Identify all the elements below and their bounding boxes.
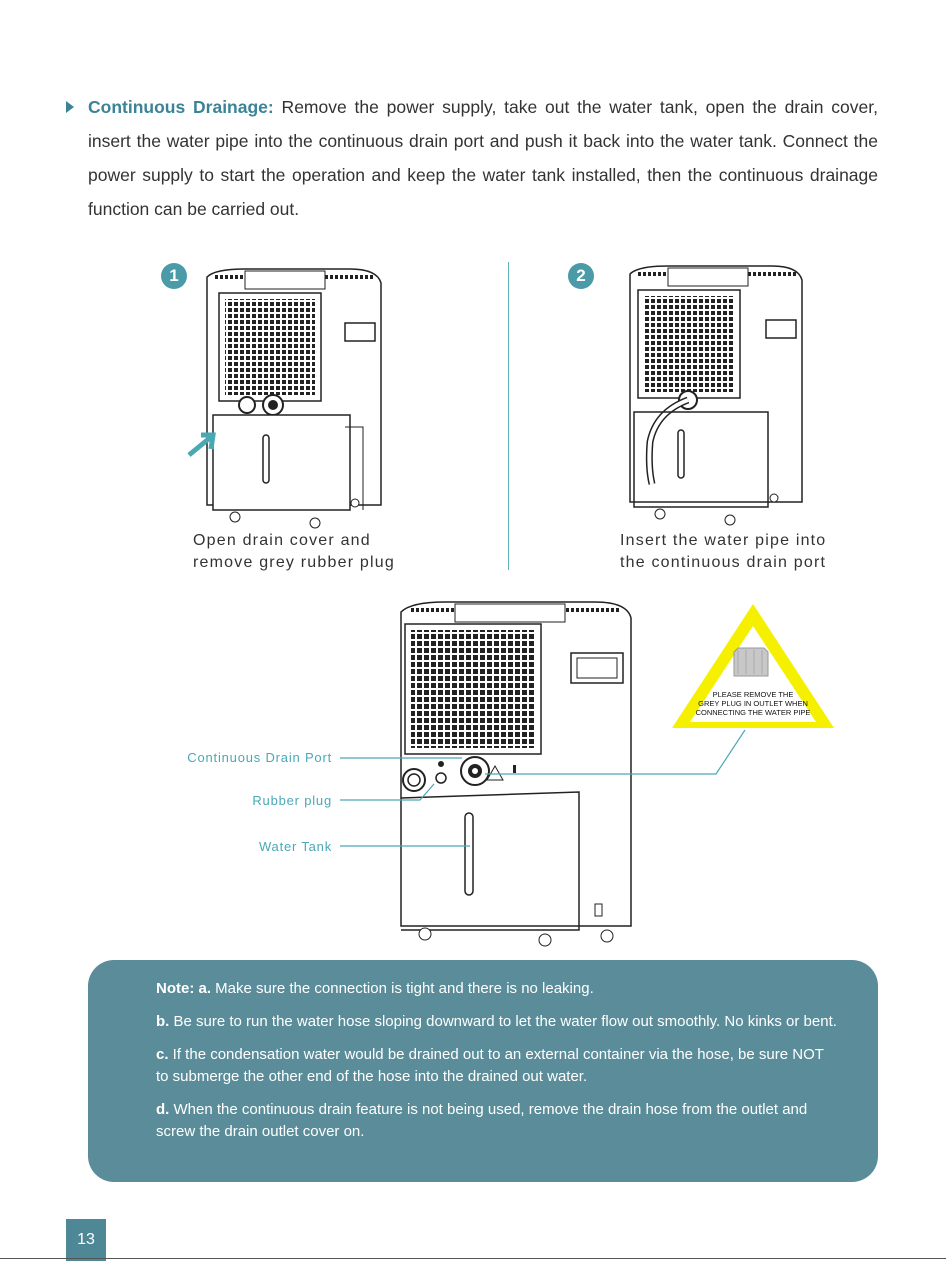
note-c-text: If the condensation water would be drain… [156,1046,824,1085]
note-a: Note: a. Make sure the connection is tig… [156,978,838,1000]
note-c: c. If the condensation water would be dr… [156,1044,838,1088]
intro-lead: Continuous Drainage: [88,97,274,117]
page-number: 13 [66,1219,106,1261]
note-d: d. When the continuous drain feature is … [156,1099,838,1143]
warning-line-3: CONNECTING THE WATER PIPE [695,708,811,717]
note-b-prefix: b. [156,1013,170,1030]
dehumidifier-detail-illustration [400,601,632,947]
note-a-text: Make sure the connection is tight and th… [211,980,594,997]
step-1-caption-line-1: Open drain cover and [193,532,371,549]
note-box: Note: a. Make sure the connection is tig… [88,960,878,1182]
step-1-caption: Open drain cover and remove grey rubber … [193,530,395,574]
note-a-prefix: Note: a. [156,980,212,997]
step-divider [508,262,509,570]
note-d-text: When the continuous drain feature is not… [156,1101,808,1140]
step-2-caption-line-1: Insert the water pipe into [620,532,827,549]
callout-water-tank-label: Water Tank [258,839,332,854]
warning-line-1: PLEASE REMOVE THE [712,690,794,699]
dehumidifier-step2-illustration [629,265,803,526]
callout-rubber-plug-label: Rubber plug [252,793,332,808]
note-b: b. Be sure to run the water hose sloping… [156,1011,838,1033]
dehumidifier-step1-illustration [187,268,382,529]
note-b-text: Be sure to run the water hose sloping do… [169,1013,837,1030]
step-1-caption-line-2: remove grey rubber plug [193,554,395,571]
step-1-badge: 1 [161,263,187,289]
step-2-caption-line-2: the continuous drain port [620,554,827,571]
step-2-caption: Insert the water pipe into the continuou… [620,530,826,574]
note-c-prefix: c. [156,1046,169,1063]
callout-lines [340,729,746,847]
intro-text: Remove the power supply, take out the wa… [88,97,878,219]
callout-drain-port-label: Continuous Drain Port [187,750,332,765]
warning-text: PLEASE REMOVE THE GREY PLUG IN OUTLET WH… [688,690,818,717]
intro-paragraph: Continuous Drainage: Remove the power su… [66,90,878,226]
triangle-bullet-icon [66,101,74,113]
warning-line-2: GREY PLUG IN OUTLET WHEN [698,699,808,708]
warning-triangle-icon [672,604,834,728]
bottom-rule [0,1258,946,1259]
note-d-prefix: d. [156,1101,170,1118]
step-2-badge: 2 [568,263,594,289]
